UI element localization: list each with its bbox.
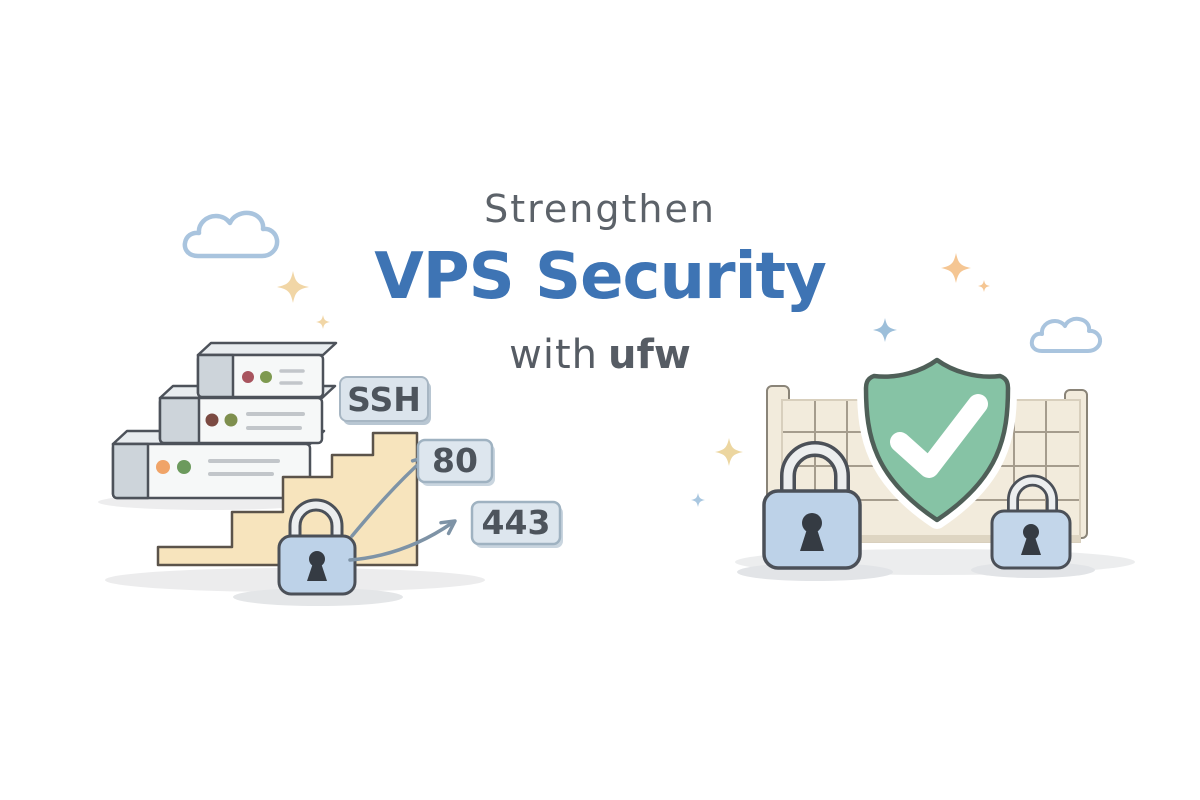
sparkles bbox=[277, 253, 990, 507]
sparkle-icon bbox=[316, 315, 330, 329]
port-80-face bbox=[416, 438, 494, 484]
led-olive bbox=[224, 413, 238, 427]
left-lock-shadow bbox=[233, 588, 403, 606]
port-80-badge: 80 bbox=[416, 438, 495, 486]
sparkle-icon bbox=[978, 280, 990, 292]
ssh-badge-face bbox=[339, 376, 429, 422]
keyhole bbox=[802, 513, 822, 533]
shield-check-icon bbox=[857, 351, 1017, 529]
led-green bbox=[177, 460, 191, 474]
led-orange bbox=[156, 460, 170, 474]
curved-arrow-https-icon bbox=[348, 519, 457, 562]
cloud-right-icon bbox=[1029, 316, 1103, 353]
shackle bbox=[291, 501, 341, 541]
port-443-badge: 443 bbox=[470, 500, 563, 548]
port-443-face bbox=[470, 500, 562, 546]
sparkle-icon bbox=[691, 493, 705, 507]
server-unit-top bbox=[196, 341, 338, 399]
keyhole bbox=[1023, 524, 1039, 540]
led-green bbox=[260, 371, 272, 383]
server-stack-icon bbox=[111, 341, 338, 500]
led-brown bbox=[205, 413, 219, 427]
shackle bbox=[1009, 477, 1056, 514]
firewall-padlock-right-icon bbox=[990, 474, 1072, 570]
ssh-label: SSH bbox=[347, 380, 421, 419]
firewall-padlock-left-icon bbox=[762, 441, 862, 570]
port-80-label: 80 bbox=[432, 441, 478, 480]
keyhole-slot bbox=[307, 563, 327, 581]
staircase-icon bbox=[156, 431, 419, 567]
keyhole-slot bbox=[800, 529, 824, 551]
fence-base-shadow bbox=[782, 535, 1080, 542]
sparkle-icon bbox=[277, 271, 309, 303]
led-red bbox=[242, 371, 254, 383]
cloud-left-icon bbox=[182, 210, 280, 259]
port-443-label: 443 bbox=[482, 503, 551, 542]
keyhole-slot bbox=[1021, 537, 1041, 555]
stairs-padlock-icon bbox=[277, 498, 357, 596]
checkmark bbox=[890, 394, 988, 478]
sparkle-icon bbox=[873, 318, 897, 342]
ssh-badge: SSH bbox=[339, 376, 431, 425]
sparkle-icon bbox=[941, 253, 971, 283]
sparkle-icon bbox=[715, 438, 743, 466]
shackle bbox=[783, 444, 847, 494]
